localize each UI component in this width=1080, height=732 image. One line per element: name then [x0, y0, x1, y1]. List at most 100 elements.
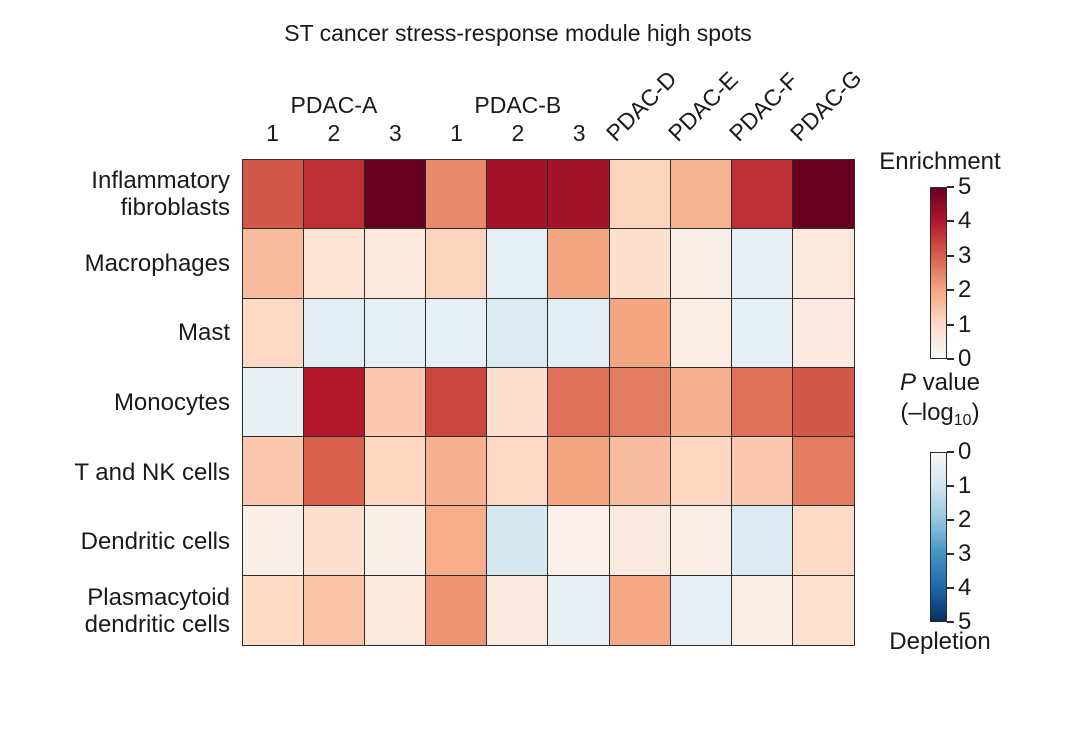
heatmap-cell: [365, 437, 427, 507]
heatmap-cell: [731, 160, 793, 230]
heatmap-cell: [304, 367, 366, 438]
colorbar-tick: [947, 220, 954, 223]
heatmap-cell: [548, 367, 610, 438]
colorbar-tick: [947, 186, 954, 188]
p-value-rest: value: [915, 369, 981, 396]
heatmap-cell: [365, 160, 427, 230]
column-replicate-label: 1: [450, 120, 463, 146]
heatmap-cell: [731, 367, 793, 438]
heatmap-cell: [365, 298, 427, 368]
heatmap-cell: [304, 437, 366, 507]
heatmap-cell: [243, 437, 305, 507]
colorbar-tick: [947, 485, 954, 487]
enrichment-label: Enrichment: [879, 148, 1001, 175]
heatmap-cell: [792, 298, 854, 368]
heatmap-cell: [243, 506, 305, 576]
heatmap-cell: [243, 298, 305, 368]
heatmap-cell: [243, 367, 305, 438]
heatmap-cell: [548, 506, 610, 576]
colorbar-tick-label: 1: [958, 310, 972, 338]
colorbar-tick: [947, 621, 954, 623]
p-log-subscript: 10: [953, 412, 972, 429]
heatmap-cell: [731, 437, 793, 507]
p-log-pre: (–log: [900, 399, 954, 426]
colorbar-tick-label: 5: [958, 608, 972, 635]
heatmap-cell: [609, 298, 671, 368]
colorbar-tick: [947, 358, 954, 360]
heatmap-cell: [487, 298, 549, 368]
row-label: Dendritic cells: [80, 528, 230, 556]
heatmap-cell: [548, 298, 610, 368]
heatmap-cell: [609, 575, 671, 645]
colorbar-tick-label: 4: [958, 207, 972, 235]
colorbar-tick-label: 2: [958, 276, 972, 304]
heatmap-cell: [548, 229, 610, 299]
row-label: Inflammatory fibroblasts: [91, 166, 230, 221]
chart-title: ST cancer stress-response module high sp…: [284, 20, 752, 46]
row-label: Plasmacytoid dendritic cells: [84, 584, 230, 639]
column-replicate-label: 3: [572, 120, 586, 146]
column-label-rotated: PDAC-G: [785, 64, 867, 147]
column-replicate-label: 3: [388, 120, 402, 146]
colorbar-tick: [947, 553, 954, 555]
heatmap-cell: [426, 437, 488, 507]
heatmap-cell: [792, 367, 854, 438]
heatmap-cell: [243, 160, 305, 230]
heatmap-cell: [487, 367, 549, 438]
colorbar-tick-label: 3: [958, 241, 972, 269]
heatmap-cell: [792, 575, 854, 645]
colorbar-tick-label: 3: [958, 540, 972, 567]
p-value-italic-p: P: [899, 369, 916, 396]
depletion-label: Depletion: [889, 628, 991, 655]
colorbar-tick: [947, 289, 954, 292]
colorbar-tick-label: 2: [958, 506, 972, 533]
heatmap-cell: [731, 229, 793, 299]
heatmap-grid: [242, 159, 855, 646]
heatmap-cell: [426, 575, 488, 645]
colorbar-tick: [947, 451, 954, 453]
colorbar-tick-label: 5: [958, 173, 972, 200]
heatmap-cell: [487, 229, 549, 299]
heatmap-cell: [792, 229, 854, 299]
heatmap-cell: [731, 298, 793, 368]
heatmap-cell: [731, 575, 793, 645]
heatmap-cell: [670, 575, 732, 645]
heatmap-cell: [426, 298, 488, 368]
heatmap-cell: [304, 506, 366, 576]
heatmap-cell: [609, 160, 671, 230]
p-log10-label: (–log10): [865, 399, 1015, 434]
colorbar-tick: [947, 254, 954, 257]
colorbar-tick-label: 4: [958, 574, 972, 601]
colorbar-tick-label: 0: [958, 438, 972, 465]
heatmap-cell: [426, 506, 488, 576]
enrichment-colorbar: [930, 187, 947, 359]
heatmap-cell: [670, 367, 732, 438]
heatmap-cell: [426, 160, 488, 230]
column-group-label: PDAC-A: [290, 92, 378, 118]
p-log-post: ): [971, 399, 980, 426]
heatmap-cell: [792, 506, 854, 576]
heatmap-cell: [731, 506, 793, 576]
colorbar-tick-label: 1: [958, 472, 972, 499]
row-label: Macrophages: [84, 249, 230, 277]
heatmap-cell: [670, 229, 732, 299]
heatmap-cell: [487, 575, 549, 645]
heatmap-cell: [548, 160, 610, 230]
heatmap-cell: [426, 367, 488, 438]
heatmap-cell: [670, 506, 732, 576]
heatmap-cell: [487, 437, 549, 507]
heatmap-cell: [304, 298, 366, 368]
column-replicate-label: 2: [327, 120, 341, 146]
heatmap-cell: [609, 506, 671, 576]
heatmap-cell: [792, 437, 854, 507]
row-label: Mast: [177, 319, 230, 347]
heatmap-cell: [670, 298, 732, 368]
column-replicate-label: 1: [266, 120, 280, 146]
heatmap-cell: [304, 229, 366, 299]
heatmap-cell: [304, 160, 366, 230]
heatmap-cell: [792, 160, 854, 230]
column-replicate-label: 2: [511, 120, 525, 146]
heatmap-cell: [243, 575, 305, 645]
heatmap-cell: [609, 229, 671, 299]
